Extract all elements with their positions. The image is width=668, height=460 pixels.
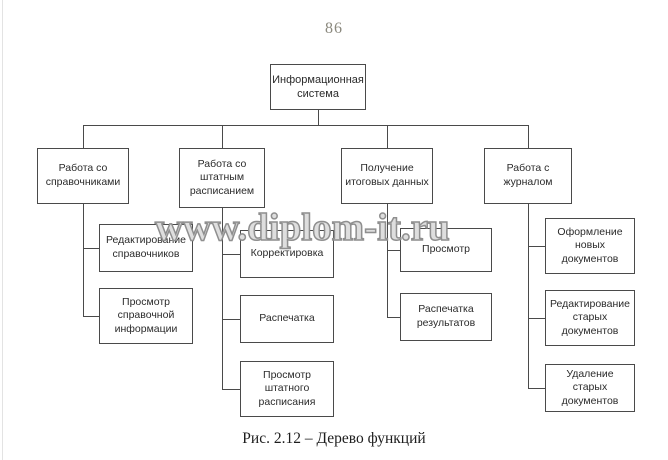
connector-branch-4-elbow-3 xyxy=(528,388,545,389)
node-child-prosmotr-spravochnoy-informacii: Просмотр справочной информации xyxy=(99,288,193,344)
connector-branch-4-elbow-1 xyxy=(528,246,545,247)
page-number: 86 xyxy=(325,20,343,37)
node-child-prosmotr: Просмотр xyxy=(400,228,492,272)
connector-branch-3-elbow-2 xyxy=(387,317,400,318)
connector-branch-3-elbow-1 xyxy=(387,250,400,251)
connector-branch-1-spine xyxy=(83,204,84,316)
connector-branch-2-spine xyxy=(222,208,223,389)
node-child-prosmotr-shtatnogo-raspisaniya: Просмотр штатного расписания xyxy=(240,361,334,417)
figure-caption: Рис. 2.12 – Дерево функций xyxy=(242,430,426,447)
node-branch-zhurnal: Работа с журналом xyxy=(484,148,572,204)
node-child-raspechatka-rezultatov: Распечатка результатов xyxy=(400,293,492,341)
node-root: Информационная система xyxy=(270,64,366,110)
connector-drop-branch-4 xyxy=(528,125,529,148)
node-child-korrektirovka: Корректировка xyxy=(240,230,334,278)
node-branch-itogovye-dannye: Получение итоговых данных xyxy=(341,148,433,204)
node-child-redaktirovanie-spravochnikov: Редактирование справочников xyxy=(99,224,193,272)
node-child-oformlenie-novyh-dokumentov: Оформление новых документов xyxy=(545,218,635,274)
connector-drop-branch-2 xyxy=(222,125,223,148)
node-child-redaktirovanie-staryh-dokumentov: Редактирование старых документов xyxy=(545,290,635,346)
connector-drop-branch-1 xyxy=(83,125,84,148)
scan-edge-line xyxy=(2,0,3,460)
node-child-raspechatka: Распечатка xyxy=(240,295,334,343)
connector-branch-2-elbow-1 xyxy=(222,254,240,255)
node-child-udalenie-staryh-dokumentov: Удаление старых документов xyxy=(545,364,635,412)
connector-branch-1-elbow-1 xyxy=(83,248,99,249)
connector-branch-2-elbow-2 xyxy=(222,319,240,320)
connector-drop-branch-3 xyxy=(387,125,388,148)
connector-root-stem xyxy=(318,110,319,125)
connector-branch-4-spine xyxy=(528,204,529,388)
connector-branch-2-elbow-3 xyxy=(222,389,240,390)
node-branch-spravochniki: Работа со справочниками xyxy=(37,148,129,204)
connector-branch-1-elbow-2 xyxy=(83,316,99,317)
connector-branch-4-elbow-2 xyxy=(528,318,545,319)
connector-level2-bus xyxy=(83,125,529,126)
node-branch-shtatnoe-raspisanie: Работа со штатным расписанием xyxy=(179,148,265,208)
connector-branch-3-spine xyxy=(387,204,388,317)
